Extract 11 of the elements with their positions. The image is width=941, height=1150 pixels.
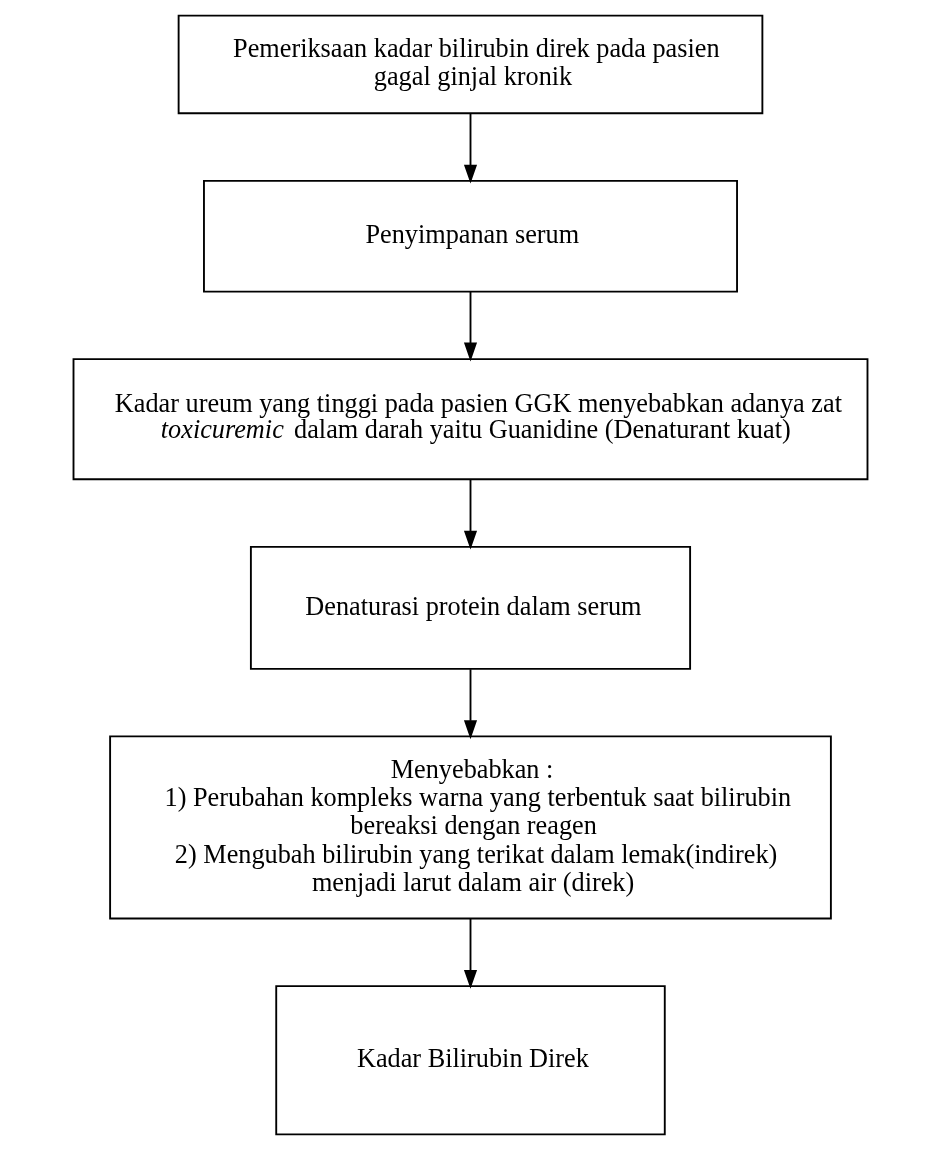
node-box: Menyebabkan : 1) Perubahan kompleks warna yang terbentuk saat bilirubin bereaksi dengan reagen 2) Mengubah bilirubin yang terikat dalam lemak(indirek) menjadi larut dalam air (direk) xyxy=(109,735,832,920)
node-box: Kadar ureum yang tinggi pada pasien GGK menyebabkan adanya zat toxicuremic dalam darah yaitu Guanidine (Denaturant kuat) xyxy=(72,358,869,481)
node-box: Pemeriksaan kadar bilirubin direk pada pasien gagal ginjal kronik xyxy=(177,14,764,115)
node-box: Penyimpanan serum xyxy=(203,179,738,293)
arrow xyxy=(463,917,478,989)
node-box: Denaturasi protein dalam serum xyxy=(249,545,692,670)
arrow xyxy=(463,290,478,362)
arrow xyxy=(463,668,478,740)
node-box: Kadar Bilirubin Direk xyxy=(275,985,666,1136)
arrow xyxy=(463,478,478,550)
arrow xyxy=(463,113,478,184)
